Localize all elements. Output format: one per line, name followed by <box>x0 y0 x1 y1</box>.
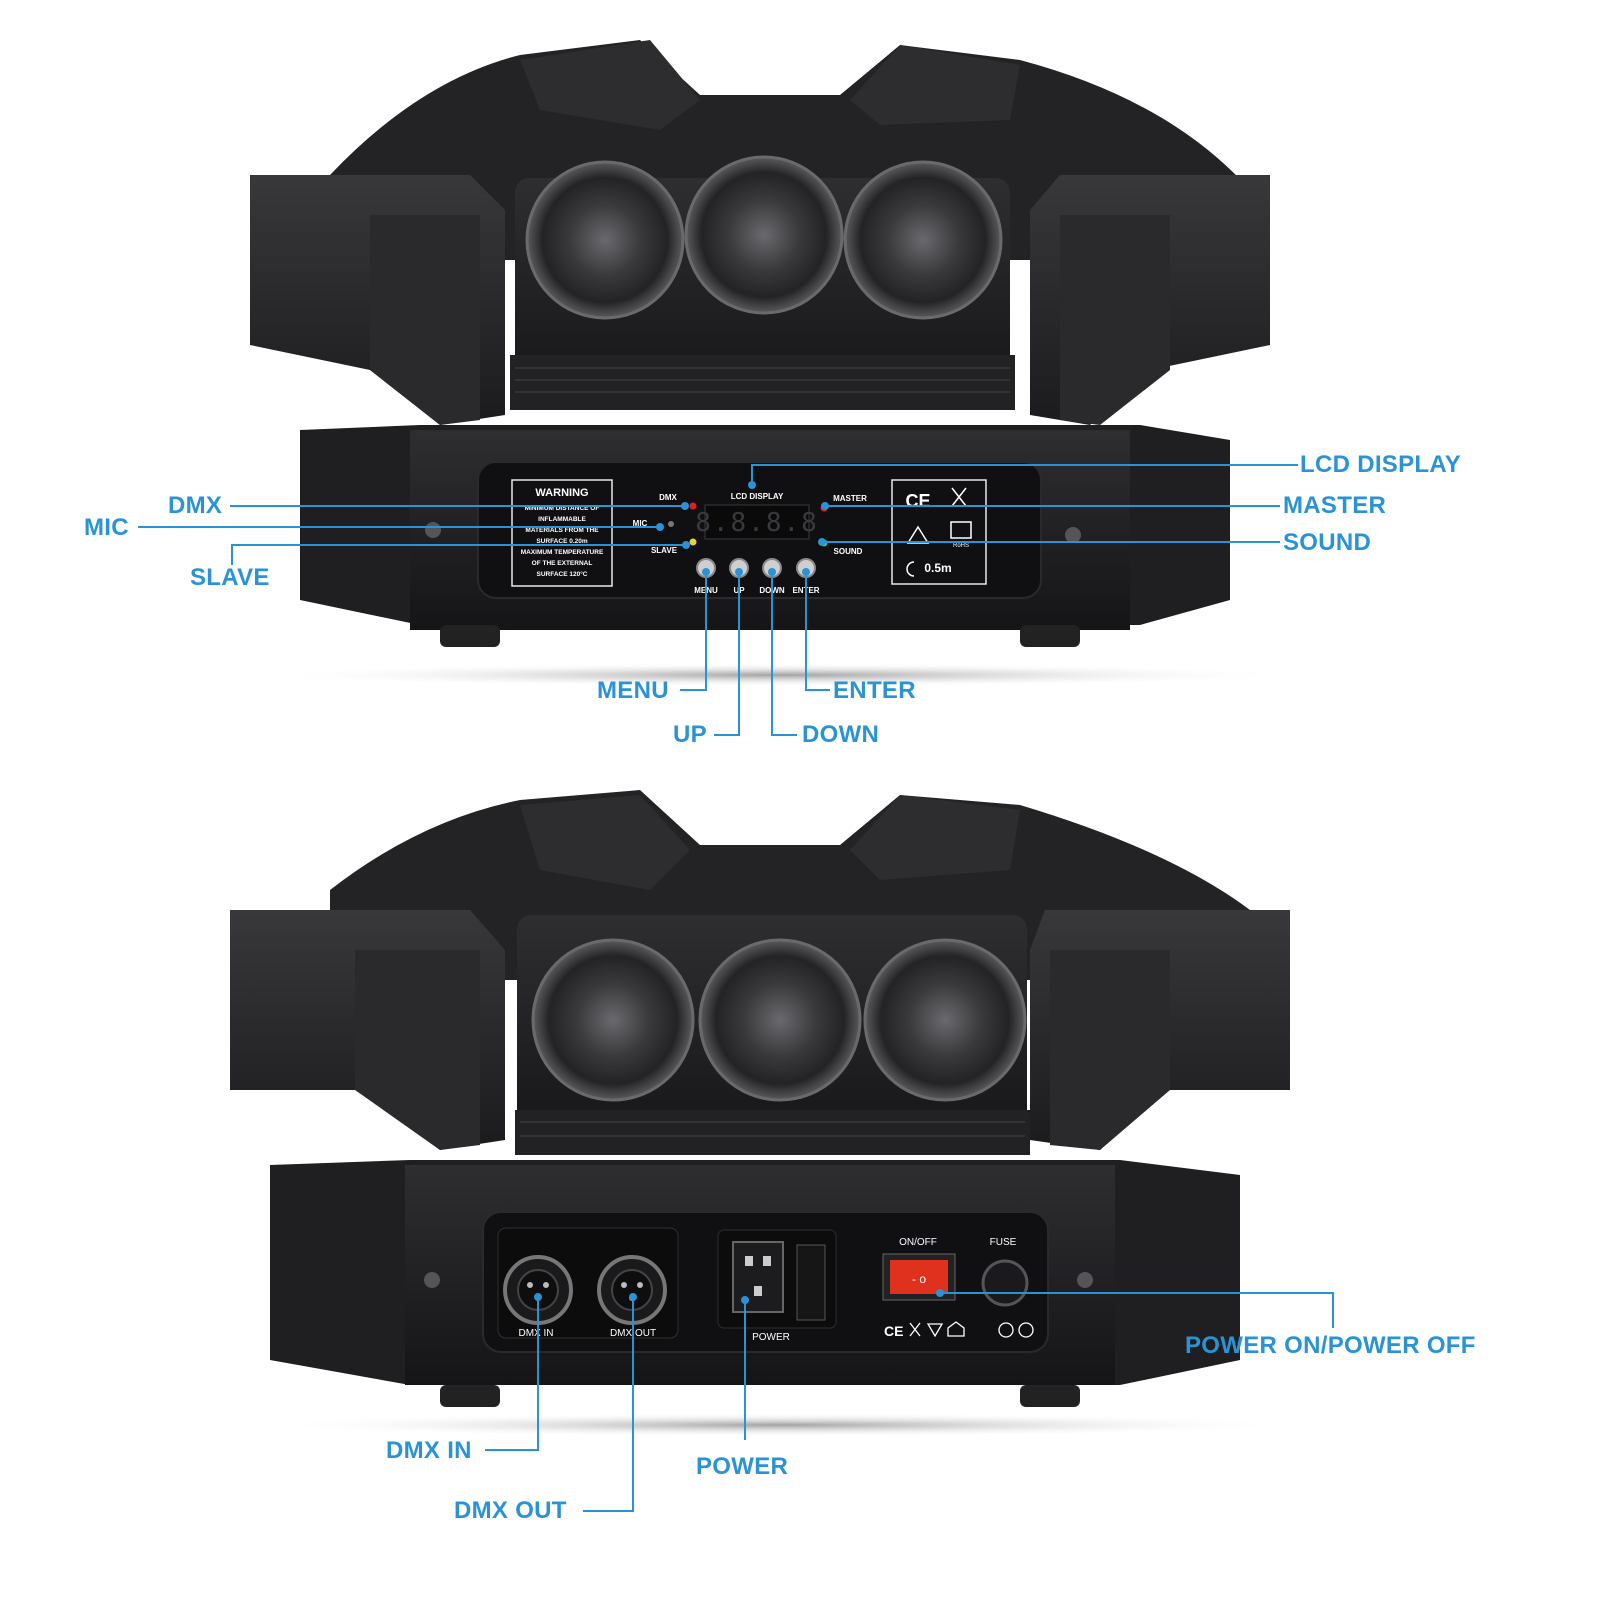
top-screw-left <box>425 522 441 538</box>
fuse-panel-label: FUSE <box>990 1237 1017 1248</box>
leader-lines <box>138 464 1334 1512</box>
weee-icon <box>951 487 967 507</box>
ce-mark: CE <box>905 491 930 511</box>
power-callout: POWER <box>696 1453 789 1480</box>
slave-led <box>689 538 697 546</box>
dmx-led <box>689 502 697 510</box>
up-leader <box>714 572 740 736</box>
warning-title: WARNING <box>535 487 588 499</box>
ce-row: CE <box>884 1323 903 1339</box>
top-screw-right <box>1065 527 1081 543</box>
dmx-out-callout: DMX OUT <box>454 1497 567 1524</box>
bottom-lens-1 <box>531 938 695 1102</box>
lcd-digits: 8.8.8.8 <box>695 508 819 538</box>
top-unit: WARNING MINIMUM DISTANCE OF INFLAMMABLE MA… <box>250 40 1300 687</box>
warning-line: MINIMUM DISTANCE OF <box>525 505 600 512</box>
dmx-in-leader <box>485 1297 539 1451</box>
dmx-in-panel-label: DMX IN <box>519 1328 554 1339</box>
bottom-unit-shadow <box>260 1413 1300 1437</box>
row-circle-icon-1 <box>998 1322 1014 1338</box>
bottom-screw-left <box>424 1272 440 1288</box>
warning-line: SURFACE 0.20m <box>536 538 588 545</box>
bottom-foot-left <box>440 1385 500 1407</box>
distance-icon <box>906 561 915 577</box>
menu-leader <box>680 572 707 691</box>
master-callout: MASTER <box>1283 492 1387 519</box>
enter-leader <box>805 572 830 691</box>
row-triangle-icon <box>926 1323 944 1338</box>
top-right-rear-arm <box>850 45 1020 125</box>
bottom-right-arm-face <box>1050 950 1170 1150</box>
warning-line: INFLAMMABLE <box>538 516 586 523</box>
power-panel-label: POWER <box>752 1332 790 1343</box>
cert-box <box>891 479 987 585</box>
rohs-label: RoHS <box>953 543 969 549</box>
switch-symbols: - o <box>912 1272 926 1286</box>
bottom-left-rear-arm <box>520 795 690 890</box>
fuse-holder[interactable] <box>981 1259 1029 1307</box>
lcd-screen <box>704 504 810 540</box>
distance-label: 0.5m <box>924 561 951 575</box>
warning-line: OF THE EXTERNAL <box>532 560 593 567</box>
bottom-unit: DMX IN DMX OUT POWER ON/OFF - o FUSE CE <box>230 790 1300 1437</box>
top-right-arm-face <box>1060 215 1170 425</box>
mic-hole <box>668 521 674 527</box>
power-switch-leader <box>940 1292 1334 1328</box>
slave-leader <box>231 544 686 565</box>
slave-callout: SLAVE <box>190 564 270 591</box>
row-house-icon <box>947 1321 965 1337</box>
panel-sound-label: SOUND <box>834 547 863 556</box>
lcd-display-callout: LCD DISPLAY <box>1300 451 1462 478</box>
warning-line: SURFACE 120°C <box>536 570 587 578</box>
top-left-rear-arm <box>520 40 700 130</box>
panel-mic-label: MIC <box>633 519 648 528</box>
row-circle-icon-2 <box>1018 1322 1034 1338</box>
power-inlet[interactable] <box>732 1241 784 1313</box>
warning-box <box>511 479 613 587</box>
sound-callout: SOUND <box>1283 529 1372 556</box>
dmx-out-leader <box>583 1297 634 1512</box>
dmx-in-callout: DMX IN <box>386 1437 472 1464</box>
top-unit-shadow <box>260 663 1300 687</box>
top-lens-1 <box>525 160 685 320</box>
mic-callout: MIC <box>84 514 129 541</box>
warning-lines: MINIMUM DISTANCE OF INFLAMMABLE MATERIALS … <box>521 505 604 578</box>
top-head-heatsink <box>510 355 1015 410</box>
bottom-right-rear-arm <box>850 795 1020 880</box>
power-switch-callout: POWER ON/POWER OFF <box>1185 1332 1476 1359</box>
on-off-panel-label: ON/OFF <box>899 1237 937 1248</box>
bottom-lens-3 <box>863 938 1027 1102</box>
menu-callout: MENU <box>597 677 669 704</box>
power-switch[interactable] <box>890 1260 948 1294</box>
panel-slave-label: SLAVE <box>651 546 678 555</box>
bottom-head-heatsink <box>515 1110 1030 1155</box>
bottom-foot-right <box>1020 1385 1080 1407</box>
enter-callout: ENTER <box>833 677 916 704</box>
top-left-arm-face <box>370 215 480 425</box>
warning-line: MAXIMUM TEMPERATURE <box>521 549 604 556</box>
rohs-icon <box>950 521 972 539</box>
leader-dots <box>534 481 944 1304</box>
bottom-lens-2 <box>698 938 862 1102</box>
top-lens-2 <box>684 155 844 315</box>
up-callout: UP <box>673 721 707 748</box>
dmx-callout: DMX <box>168 492 223 519</box>
panel-lcd-label: LCD DISPLAY <box>731 492 784 501</box>
inlet-fuse-holder <box>796 1244 826 1321</box>
down-leader <box>771 572 797 736</box>
bottom-screw-right <box>1077 1272 1093 1288</box>
warning-line: MATERIALS FROM THE <box>525 527 599 534</box>
top-foot-right <box>1020 625 1080 647</box>
panel-master-label: MASTER <box>833 494 867 503</box>
row-weee-icon <box>909 1322 921 1337</box>
down-callout: DOWN <box>802 721 880 748</box>
top-lens-3 <box>843 160 1003 320</box>
panel-dmx-label: DMX <box>659 493 677 502</box>
top-foot-left <box>440 625 500 647</box>
lcd-display-leader <box>751 464 1298 485</box>
bottom-left-arm-face <box>355 950 480 1150</box>
